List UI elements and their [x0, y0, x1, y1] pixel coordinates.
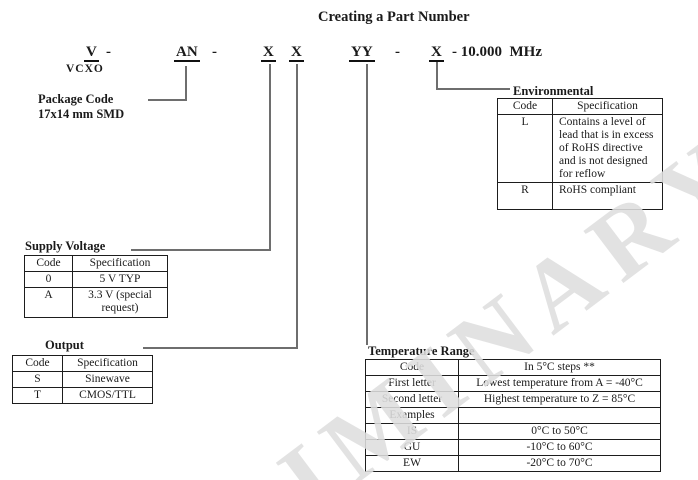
table-row: GU -10°C to 60°C: [365, 439, 661, 456]
temp-row0-value: In 5°C steps **: [458, 359, 661, 376]
temp-row1-value: Lowest temperature from A = -40°C: [458, 375, 661, 392]
output-code-t: T: [12, 387, 63, 404]
table-row: L Contains a level of lead that is in ex…: [497, 114, 663, 183]
environmental-title: Environmental: [513, 84, 594, 98]
table-row: First letter Lowest temperature from A =…: [365, 375, 661, 392]
temp-row3-label: Examples: [365, 407, 459, 424]
connector-an-horizontal: [148, 99, 187, 101]
supply-voltage-table: Code Specification 0 5 V TYP A 3.3 V (sp…: [24, 255, 168, 318]
part-segment-supply: X: [261, 44, 276, 62]
part-segment-temp: YY: [349, 44, 375, 62]
environmental-code-l: L: [497, 114, 553, 183]
table-row: IS 0°C to 50°C: [365, 423, 661, 440]
table-row: S Sinewave: [12, 371, 153, 388]
package-code-label: Package Code 17x14 mm SMD: [38, 92, 124, 122]
table-row: Examples: [365, 407, 661, 424]
environmental-spec-l: Contains a level of lead that is in exce…: [552, 114, 663, 183]
part-dash-2: -: [212, 44, 217, 60]
temp-row4-label: IS: [365, 423, 459, 440]
table-row: R RoHS compliant: [497, 182, 663, 210]
connector-an-vertical: [185, 66, 187, 101]
part-dash-1: -: [106, 44, 111, 60]
connector-output-vertical: [296, 64, 298, 349]
supply-spec-0: 5 V TYP: [72, 271, 168, 288]
connector-env-vertical: [436, 62, 438, 90]
temp-row2-value: Highest temperature to Z = 85°C: [458, 391, 661, 408]
output-col-spec: Specification: [62, 355, 153, 372]
part-segment-package: V: [84, 44, 99, 62]
table-row: 0 5 V TYP: [24, 271, 168, 288]
supply-spec-a: 3.3 V (special request): [72, 287, 168, 318]
table-row: A 3.3 V (special request): [24, 287, 168, 318]
supply-code-0: 0: [24, 271, 73, 288]
connector-env-horizontal: [436, 88, 510, 90]
table-row: Second letter Highest temperature to Z =…: [365, 391, 661, 408]
output-spec-t: CMOS/TTL: [62, 387, 153, 404]
output-title: Output: [45, 338, 84, 352]
output-table: Code Specification S Sinewave T CMOS/TTL: [12, 355, 153, 404]
temp-row6-value: -20°C to 70°C: [458, 455, 661, 472]
table-row: Code Specification: [497, 98, 663, 115]
environmental-table: Code Specification L Contains a level of…: [497, 98, 663, 210]
part-dash-3: -: [395, 44, 400, 60]
environmental-code-r: R: [497, 182, 553, 210]
connector-supply-horizontal: [131, 249, 271, 251]
part-segment-environmental: X: [429, 44, 444, 62]
temp-row5-value: -10°C to 60°C: [458, 439, 661, 456]
supply-col-code: Code: [24, 255, 73, 272]
part-segment-series: AN: [174, 44, 200, 62]
environmental-col-code: Code: [497, 98, 553, 115]
table-row: Code Specification: [24, 255, 168, 272]
temp-row0-label: Code: [365, 359, 459, 376]
environmental-spec-r: RoHS compliant: [552, 182, 663, 210]
temp-row6-label: EW: [365, 455, 459, 472]
supply-voltage-title: Supply Voltage: [25, 239, 106, 253]
part-segment-output: X: [289, 44, 304, 62]
vcxo-caption: VCXO: [66, 63, 104, 75]
table-row: EW -20°C to 70°C: [365, 455, 661, 472]
temperature-range-table: Code In 5°C steps ** First letter Lowest…: [365, 359, 661, 472]
table-row: Code Specification: [12, 355, 153, 372]
connector-supply-vertical: [269, 64, 271, 251]
temperature-range-title: Temperature Range: [368, 344, 475, 358]
table-row: Code In 5°C steps **: [365, 359, 661, 376]
supply-code-a: A: [24, 287, 73, 318]
output-spec-s: Sinewave: [62, 371, 153, 388]
connector-temp-vertical: [366, 64, 368, 345]
environmental-col-spec: Specification: [552, 98, 663, 115]
table-row: T CMOS/TTL: [12, 387, 153, 404]
temp-row2-label: Second letter: [365, 391, 459, 408]
package-code-line1: Package Code: [38, 92, 114, 106]
connector-output-horizontal: [143, 347, 298, 349]
package-code-line2: 17x14 mm SMD: [38, 107, 125, 121]
temp-row4-value: 0°C to 50°C: [458, 423, 661, 440]
part-frequency: - 10.000 MHz: [452, 44, 542, 60]
page-title: Creating a Part Number: [318, 9, 470, 25]
output-code-s: S: [12, 371, 63, 388]
temp-row5-label: GU: [365, 439, 459, 456]
supply-col-spec: Specification: [72, 255, 168, 272]
temp-row3-value: [458, 407, 661, 424]
output-col-code: Code: [12, 355, 63, 372]
temp-row1-label: First letter: [365, 375, 459, 392]
